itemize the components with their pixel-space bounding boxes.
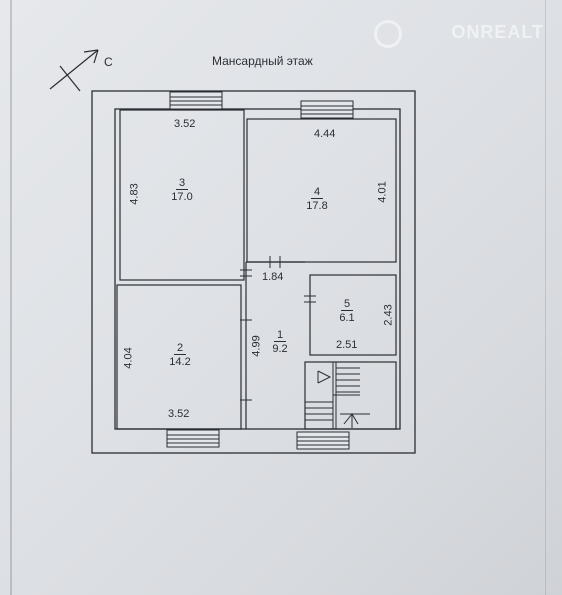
room-number: 3 — [175, 178, 189, 190]
room-area: 17.0 — [171, 191, 193, 203]
room-number: 5 — [340, 299, 354, 311]
dim-room5-side: 2.43 — [382, 304, 395, 326]
room-4-label: 4 17.8 — [297, 186, 337, 213]
window-top-left — [169, 91, 223, 110]
outer-wall — [91, 90, 416, 454]
dim-room3-top: 3.52 — [174, 118, 196, 130]
watermark-logo-icon — [374, 20, 402, 48]
dim-room5-bottom: 2.51 — [336, 339, 358, 351]
dim-room4-top: 4.44 — [314, 128, 336, 140]
room-5-label: 5 6.1 — [327, 298, 367, 325]
window-bottom-right — [296, 431, 350, 450]
window-top-right — [300, 100, 354, 119]
paper-fold-line-right — [545, 0, 546, 595]
plan-title: Мансардный этаж — [212, 54, 313, 68]
room-area: 14.2 — [169, 356, 191, 368]
room-area: 6.1 — [339, 312, 355, 324]
paper-fold-line — [10, 0, 12, 595]
room-2-label: 2 14.2 — [160, 342, 200, 369]
room-number: 2 — [173, 343, 187, 355]
room-area: 9.2 — [272, 343, 288, 355]
room-number: 4 — [310, 187, 324, 199]
room-1-label: 1 9.2 — [260, 329, 300, 356]
room-3-label: 3 17.0 — [162, 177, 202, 204]
dim-room2-bottom: 3.52 — [168, 408, 190, 420]
dim-room3-side: 4.83 — [128, 183, 141, 205]
dim-room4-side: 4.01 — [376, 181, 389, 203]
watermark: ONREALT — [451, 22, 544, 42]
dim-room2-side: 4.04 — [122, 347, 135, 369]
compass-letter: С — [104, 55, 113, 69]
dim-hall-width: 1.84 — [262, 271, 284, 283]
room-number: 1 — [273, 330, 287, 342]
room-area: 17.8 — [306, 200, 328, 212]
window-bottom-left — [166, 429, 220, 448]
staircase — [305, 362, 370, 429]
compass-icon — [49, 49, 99, 92]
door-marks — [240, 256, 316, 401]
interior-walls — [116, 109, 397, 430]
